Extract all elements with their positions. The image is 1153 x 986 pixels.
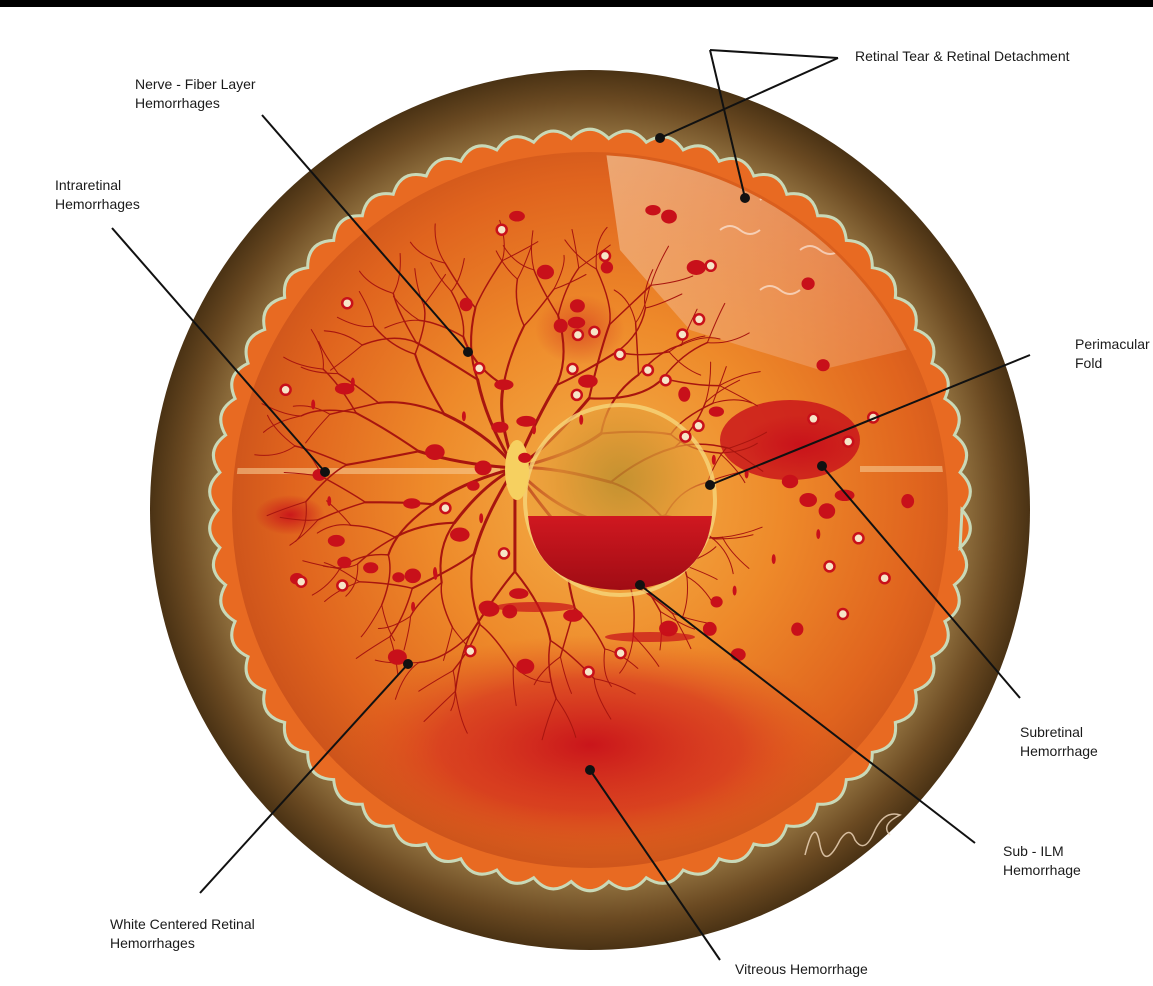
label-subretinal: Subretinal Hemorrhage xyxy=(1020,723,1098,761)
label-retinal-tear: Retinal Tear & Retinal Detachment xyxy=(855,47,1070,66)
leader-retinal-detachment-2 xyxy=(710,50,838,58)
label-nerve-fiber: Nerve - Fiber Layer Hemorrhages xyxy=(135,75,256,113)
label-intraretinal: Intraretinal Hemorrhages xyxy=(55,176,140,214)
label-white-centered: White Centered Retinal Hemorrhages xyxy=(110,915,255,953)
label-perimacular: Perimacular Fold xyxy=(1075,335,1150,373)
label-vitreous: Vitreous Hemorrhage xyxy=(735,960,868,979)
optic-disc xyxy=(505,440,529,500)
label-sub-ilm: Sub - ILM Hemorrhage xyxy=(1003,842,1081,880)
